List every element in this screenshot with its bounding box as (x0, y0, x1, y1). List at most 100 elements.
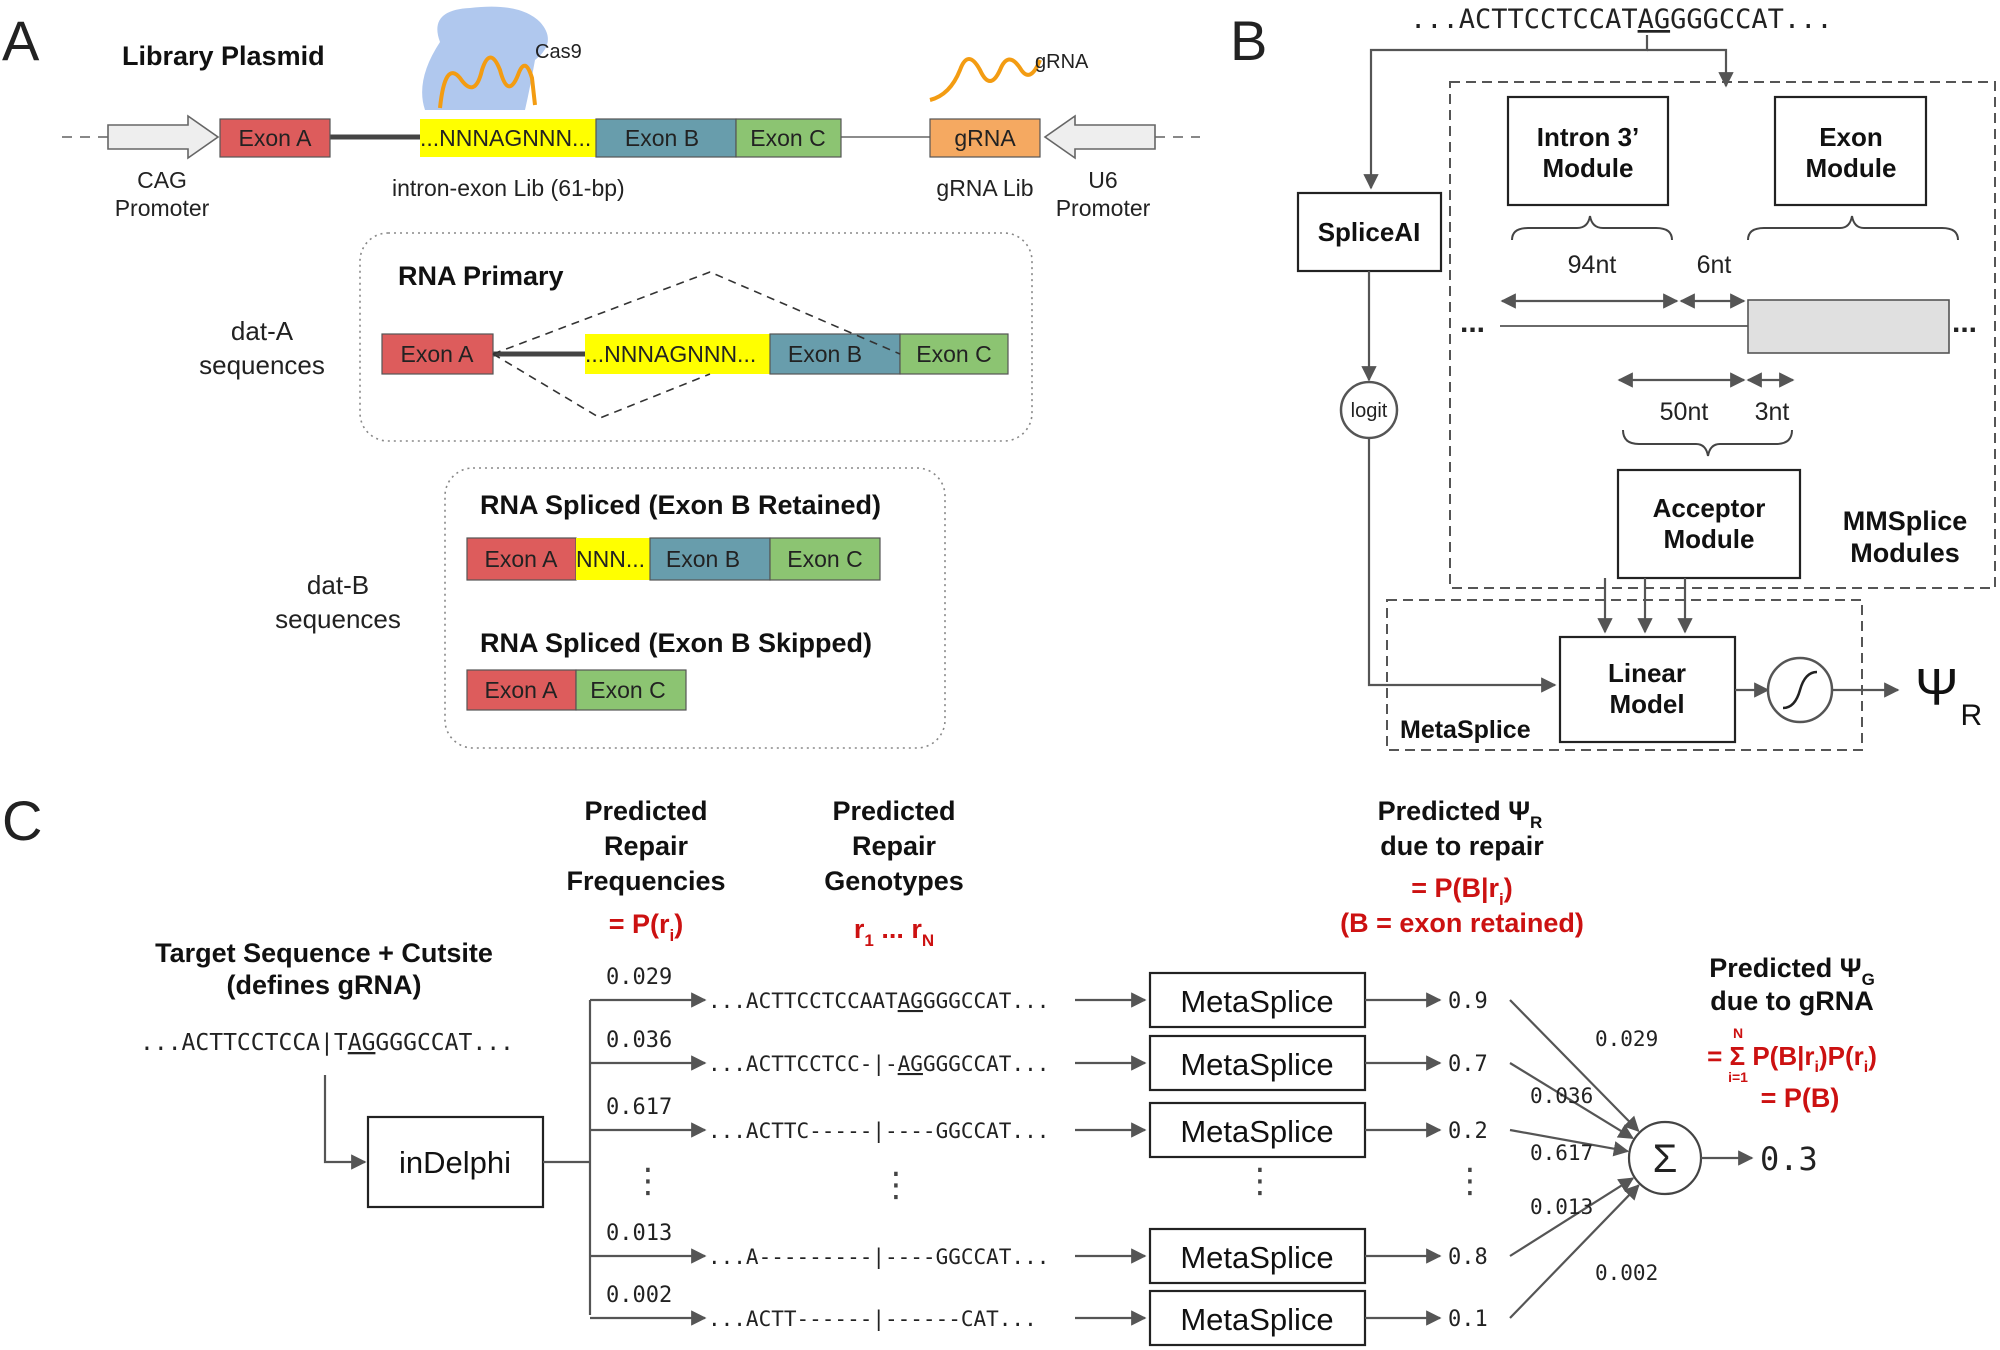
row-5-metasplice-box (1148, 1289, 1367, 1347)
target-sequence: ...ACTTCCTCCA|TAGGGGCCAT... (140, 1030, 514, 1056)
retained-exon-c (769, 537, 881, 581)
row-5-metasplice-label: MetaSplice (1180, 1302, 1333, 1337)
cas9-rna-strand (438, 55, 537, 109)
row-4-frequency: 0.013 (606, 1221, 672, 1246)
u6-promoter-arrow (1043, 114, 1156, 160)
row-3-psi-value: 0.2 (1448, 1119, 1488, 1144)
sum-limit-top: N (1733, 1025, 1743, 1041)
cag-promoter-arrow (107, 114, 220, 160)
exon-b-label: Exon B (625, 125, 699, 151)
dots-left: ... (1460, 306, 1485, 339)
skipped-exon-c-label: Exon C (590, 677, 665, 703)
brace-acceptor (1622, 429, 1793, 457)
primary-exon-c (899, 333, 1009, 375)
primary-exon-b (769, 333, 901, 375)
row-3-weight-label: 0.617 (1530, 1141, 1593, 1165)
row-2-psi-value: 0.7 (1448, 1052, 1488, 1077)
row-4-psi-value: 0.8 (1448, 1245, 1488, 1270)
vdots-psi: ⋮ (1453, 1162, 1487, 1200)
exon-seq-rect (1747, 299, 1950, 354)
row-1-weight-arrow (1509, 999, 1640, 1132)
target-to-indelphi-line (323, 1075, 367, 1170)
psig-header-2: due to gRNA (1710, 986, 1873, 1016)
pb-equation: = P(B) (1761, 1083, 1840, 1113)
metasplice-label: MetaSplice (1400, 716, 1531, 744)
logit-label: logit (1351, 400, 1388, 422)
repair-rows: 0.029...ACTTCCTCCAATAGGGGCCAT...MetaSpli… (590, 965, 1658, 1347)
row-1-genotype: ...ACTTCCTCCAATAGGGGCCAT... (708, 989, 1049, 1013)
brace-94nt (1511, 215, 1673, 241)
nt6-label: 6nt (1697, 251, 1732, 279)
freq-header-2: Repair (604, 831, 689, 861)
primary-nnn-label: ...NNNAGNNN... (585, 341, 756, 367)
rna-spliced-box (444, 467, 946, 749)
exon-c-block (735, 118, 842, 158)
target-title-2: (defines gRNA) (227, 970, 422, 1000)
row-4-genotype: ...A---------|----GGCCAT... (708, 1245, 1049, 1270)
lib-caption: intron-exon Lib (61-bp) (392, 175, 625, 201)
intron-module-label-1: Intron 3’ (1537, 122, 1640, 152)
nt50-label: 50nt (1660, 398, 1709, 426)
linear-label-1: Linear (1608, 658, 1686, 688)
skipped-exon-a-label: Exon A (485, 677, 559, 703)
exon-a-label: Exon A (239, 125, 313, 151)
exon-module-label-2: Module (1806, 153, 1897, 183)
metasplice-box (1386, 599, 1863, 751)
geno-header-3: Genotypes (824, 866, 964, 896)
retained-nnn-label: NNN... (576, 546, 645, 572)
b-sequence: ...ACTTCCTCCATAGGGGCCAT... (1410, 4, 1833, 35)
vdots-freq: ⋮ (631, 1162, 665, 1200)
row-4-metasplice-box (1148, 1227, 1367, 1285)
seq-to-mmsplice-line (1647, 48, 1734, 88)
row-2-weight-arrow (1509, 1062, 1634, 1140)
retained-exon-b-label: Exon B (666, 546, 740, 572)
grna-rna-strand (929, 57, 1042, 102)
geno-header-1: Predicted (832, 796, 955, 826)
plasmid-title: Library Plasmid (122, 41, 325, 71)
row-1-metasplice-box (1148, 971, 1367, 1029)
rna-primary-title: RNA Primary (398, 261, 564, 291)
psir-equation-1: = P(B|ri) (1411, 873, 1513, 909)
acceptor-module-box (1616, 468, 1802, 580)
dat-a-label-2: sequences (199, 350, 325, 380)
retained-exon-a (466, 537, 577, 581)
psir-equation-2: (B = exon retained) (1340, 908, 1584, 938)
exon-c-label: Exon C (750, 125, 825, 151)
sigmoid-icon (1782, 670, 1818, 710)
primary-exon-a (381, 333, 494, 375)
row-2-metasplice-label: MetaSplice (1180, 1047, 1333, 1082)
indelphi-label: inDelphi (399, 1145, 511, 1180)
dots-right: ... (1952, 306, 1977, 339)
row-3-weight-arrow (1509, 1128, 1630, 1157)
vdots-meta: ⋮ (1243, 1162, 1277, 1200)
result-value: 0.3 (1760, 1140, 1818, 1178)
sum-limit-bottom: i=1 (1728, 1069, 1748, 1085)
panel-c: C Target Sequence + Cutsite (defines gRN… (2, 789, 1877, 1347)
skipped-exon-a (466, 669, 577, 711)
row-5-weight-arrow (1509, 1184, 1640, 1319)
intron-module-label-2: Module (1543, 153, 1634, 183)
acceptor-label-2: Module (1664, 524, 1755, 554)
row-1-psi-value: 0.9 (1448, 989, 1488, 1014)
row-4-metasplice-label: MetaSplice (1180, 1240, 1333, 1275)
u6-label-2: Promoter (1056, 195, 1151, 221)
panel-b: B ...ACTTCCTCCATAGGGGCCAT... MMSplice Mo… (1230, 4, 1996, 751)
dat-a-label-1: dat-A (231, 316, 294, 346)
target-title-1: Target Sequence + Cutsite (155, 938, 493, 968)
geno-equation: r1 ... rN (854, 914, 934, 950)
nnn-block (420, 119, 610, 157)
primary-nnn (585, 334, 775, 374)
splice-diamond (492, 271, 901, 419)
geno-header-2: Repair (852, 831, 937, 861)
panel-c-letter: C (2, 789, 42, 852)
row-4-weight-arrow (1509, 1177, 1635, 1257)
psir-header-2: due to repair (1380, 831, 1544, 861)
cas9-blob (422, 6, 548, 110)
exon-module-box (1773, 95, 1928, 207)
seq-to-spliceai-line (1363, 35, 1649, 190)
grna-block-label: gRNA (954, 125, 1016, 151)
panel-b-letter: B (1230, 9, 1267, 72)
linear-label-2: Model (1609, 689, 1684, 719)
intron-module-box (1506, 95, 1670, 207)
